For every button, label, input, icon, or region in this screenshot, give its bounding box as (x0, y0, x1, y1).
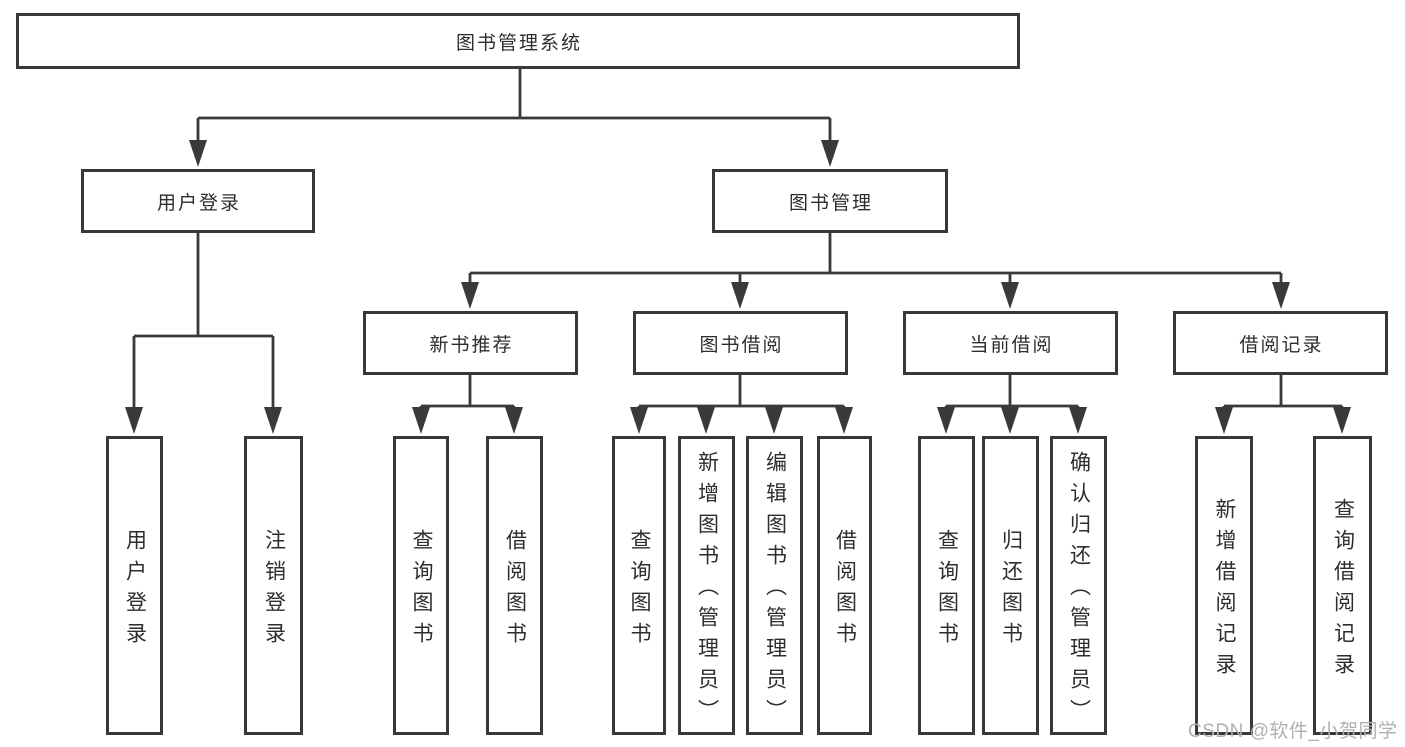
node-leaf-add-borrow-record: 新增借阅记录 (1195, 436, 1253, 735)
arrow-down-icon (1001, 407, 1019, 434)
node-label: 当前借阅 (969, 334, 1054, 356)
node-label: 编辑图书（管理员） (763, 451, 787, 730)
node-label: 新增借阅记录 (1213, 497, 1236, 684)
node-label: 查询图书 (410, 528, 433, 653)
arrow-down-icon (731, 282, 749, 309)
node-leaf-edit-book-admin: 编辑图书（管理员） (746, 436, 803, 735)
node-book-borrow: 图书借阅 (633, 311, 848, 375)
arrow-down-icon (835, 407, 853, 434)
node-leaf-borrow-book: 借阅图书 (486, 436, 543, 735)
node-label: 用户登录 (156, 192, 241, 214)
arrow-down-icon (264, 407, 282, 434)
arrow-down-icon (765, 407, 783, 434)
node-label: 图书管理系统 (455, 32, 582, 54)
arrow-down-icon (461, 282, 479, 309)
node-label: 查询图书 (628, 528, 651, 653)
node-leaf-confirm-return-admin: 确认归还（管理员） (1050, 436, 1107, 735)
arrow-down-icon (697, 407, 715, 434)
arrow-down-icon (1215, 407, 1233, 434)
node-leaf-add-book-admin: 新增图书（管理员） (678, 436, 735, 735)
arrow-down-icon (1069, 407, 1087, 434)
node-label: 查询借阅记录 (1331, 497, 1355, 684)
node-label: 借阅图书 (503, 528, 527, 653)
arrow-down-icon (1272, 282, 1290, 309)
node-label: 用户登录 (123, 528, 147, 653)
node-label: 新书推荐 (429, 334, 514, 356)
node-label: 注销登录 (262, 528, 286, 653)
node-label: 借阅记录 (1239, 334, 1324, 356)
node-leaf-query-borrow-record: 查询借阅记录 (1313, 436, 1372, 735)
node-book-management: 图书管理 (712, 169, 948, 233)
node-new-book-recommend: 新书推荐 (363, 311, 578, 375)
node-label: 归还图书 (999, 528, 1023, 653)
node-label: 图书管理 (788, 192, 873, 214)
node-label: 新增图书（管理员） (695, 451, 719, 730)
arrow-down-icon (125, 407, 143, 434)
node-library-management-system: 图书管理系统 (16, 13, 1020, 69)
node-leaf-query-book: 查询图书 (612, 436, 666, 735)
node-label: 确认归还（管理员） (1067, 451, 1091, 730)
arrow-down-icon (821, 140, 839, 167)
arrow-down-icon (1333, 407, 1351, 434)
node-leaf-return-book: 归还图书 (982, 436, 1039, 735)
arrow-down-icon (505, 407, 523, 434)
node-user-login: 用户登录 (81, 169, 315, 233)
node-current-borrow: 当前借阅 (903, 311, 1118, 375)
arrow-down-icon (412, 407, 430, 434)
arrow-down-icon (630, 407, 648, 434)
node-leaf-logout: 注销登录 (244, 436, 303, 735)
node-leaf-query-book: 查询图书 (393, 436, 449, 735)
node-leaf-query-book: 查询图书 (918, 436, 975, 735)
node-label: 查询图书 (935, 528, 959, 653)
node-label: 借阅图书 (833, 528, 857, 653)
watermark: CSDN @软件_小贺同学 (1188, 721, 1398, 742)
arrow-down-icon (937, 407, 955, 434)
node-leaf-user-login: 用户登录 (106, 436, 163, 735)
arrow-down-icon (1001, 282, 1019, 309)
node-label: 图书借阅 (699, 334, 784, 356)
node-leaf-borrow-book: 借阅图书 (817, 436, 872, 735)
node-borrow-records: 借阅记录 (1173, 311, 1388, 375)
arrow-down-icon (189, 140, 207, 167)
